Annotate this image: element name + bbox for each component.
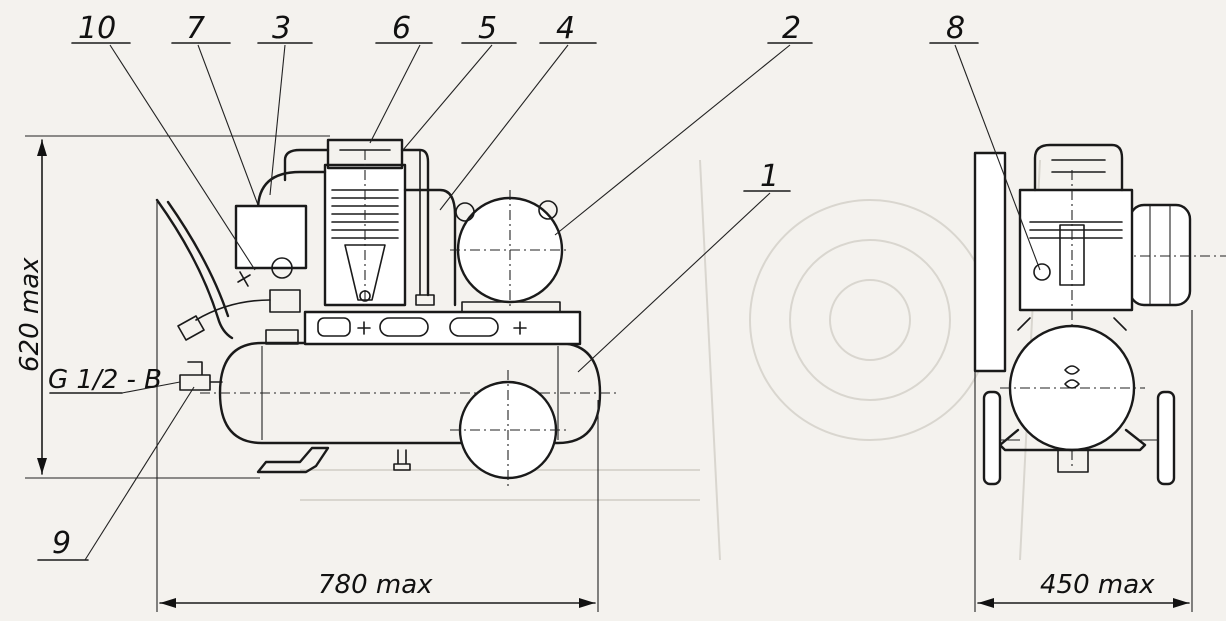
callout-8: 8: [946, 11, 965, 46]
dim-width-label: 450 max: [1040, 570, 1155, 600]
pressure-switch: [265, 289, 301, 345]
dim-height-label: 620 max: [15, 257, 45, 372]
side-tank: [998, 324, 1147, 473]
callout-labels: 10 7 3 6 5 4 2 1 8 9: [52, 11, 965, 561]
wheel: [450, 370, 566, 490]
handle-bar: [155, 198, 234, 340]
side-wheels: [982, 390, 1176, 486]
tank-foot: [256, 446, 330, 474]
thread-spec-label: G 1/2 - B: [48, 365, 162, 395]
drain-valve: [393, 449, 411, 471]
outlet-valve: [179, 361, 223, 391]
side-view: [973, 143, 1226, 486]
air-filter: [234, 204, 308, 287]
dimension-lines: [25, 135, 1193, 612]
callout-2: 2: [782, 11, 801, 46]
callout-6: 6: [392, 11, 411, 46]
leader-lines: [37, 42, 1041, 561]
callout-9: 9: [52, 526, 71, 561]
background-watermark: [300, 159, 1041, 561]
callout-4: 4: [556, 11, 575, 46]
callout-1: 1: [760, 159, 779, 194]
electric-motor: [450, 190, 570, 313]
callout-3: 3: [272, 11, 291, 46]
dim-length-label: 780 max: [318, 570, 433, 600]
callout-5: 5: [478, 11, 497, 46]
outlet-hose: [177, 299, 271, 341]
front-view: [155, 138, 620, 490]
mounting-plate: [303, 310, 582, 346]
side-compressor: [1018, 143, 1134, 470]
side-motor: [1120, 203, 1226, 307]
belt-guard: [973, 151, 1007, 373]
compressor-head: [323, 138, 407, 310]
dimension-labels: 620 max 780 max 450 max G 1/2 - B: [15, 257, 1155, 600]
side-frame: [1017, 317, 1127, 331]
callout-7: 7: [186, 11, 205, 46]
pipe-vertical: [415, 149, 435, 306]
callout-10: 10: [78, 11, 116, 46]
receiver-tank: [200, 341, 620, 445]
